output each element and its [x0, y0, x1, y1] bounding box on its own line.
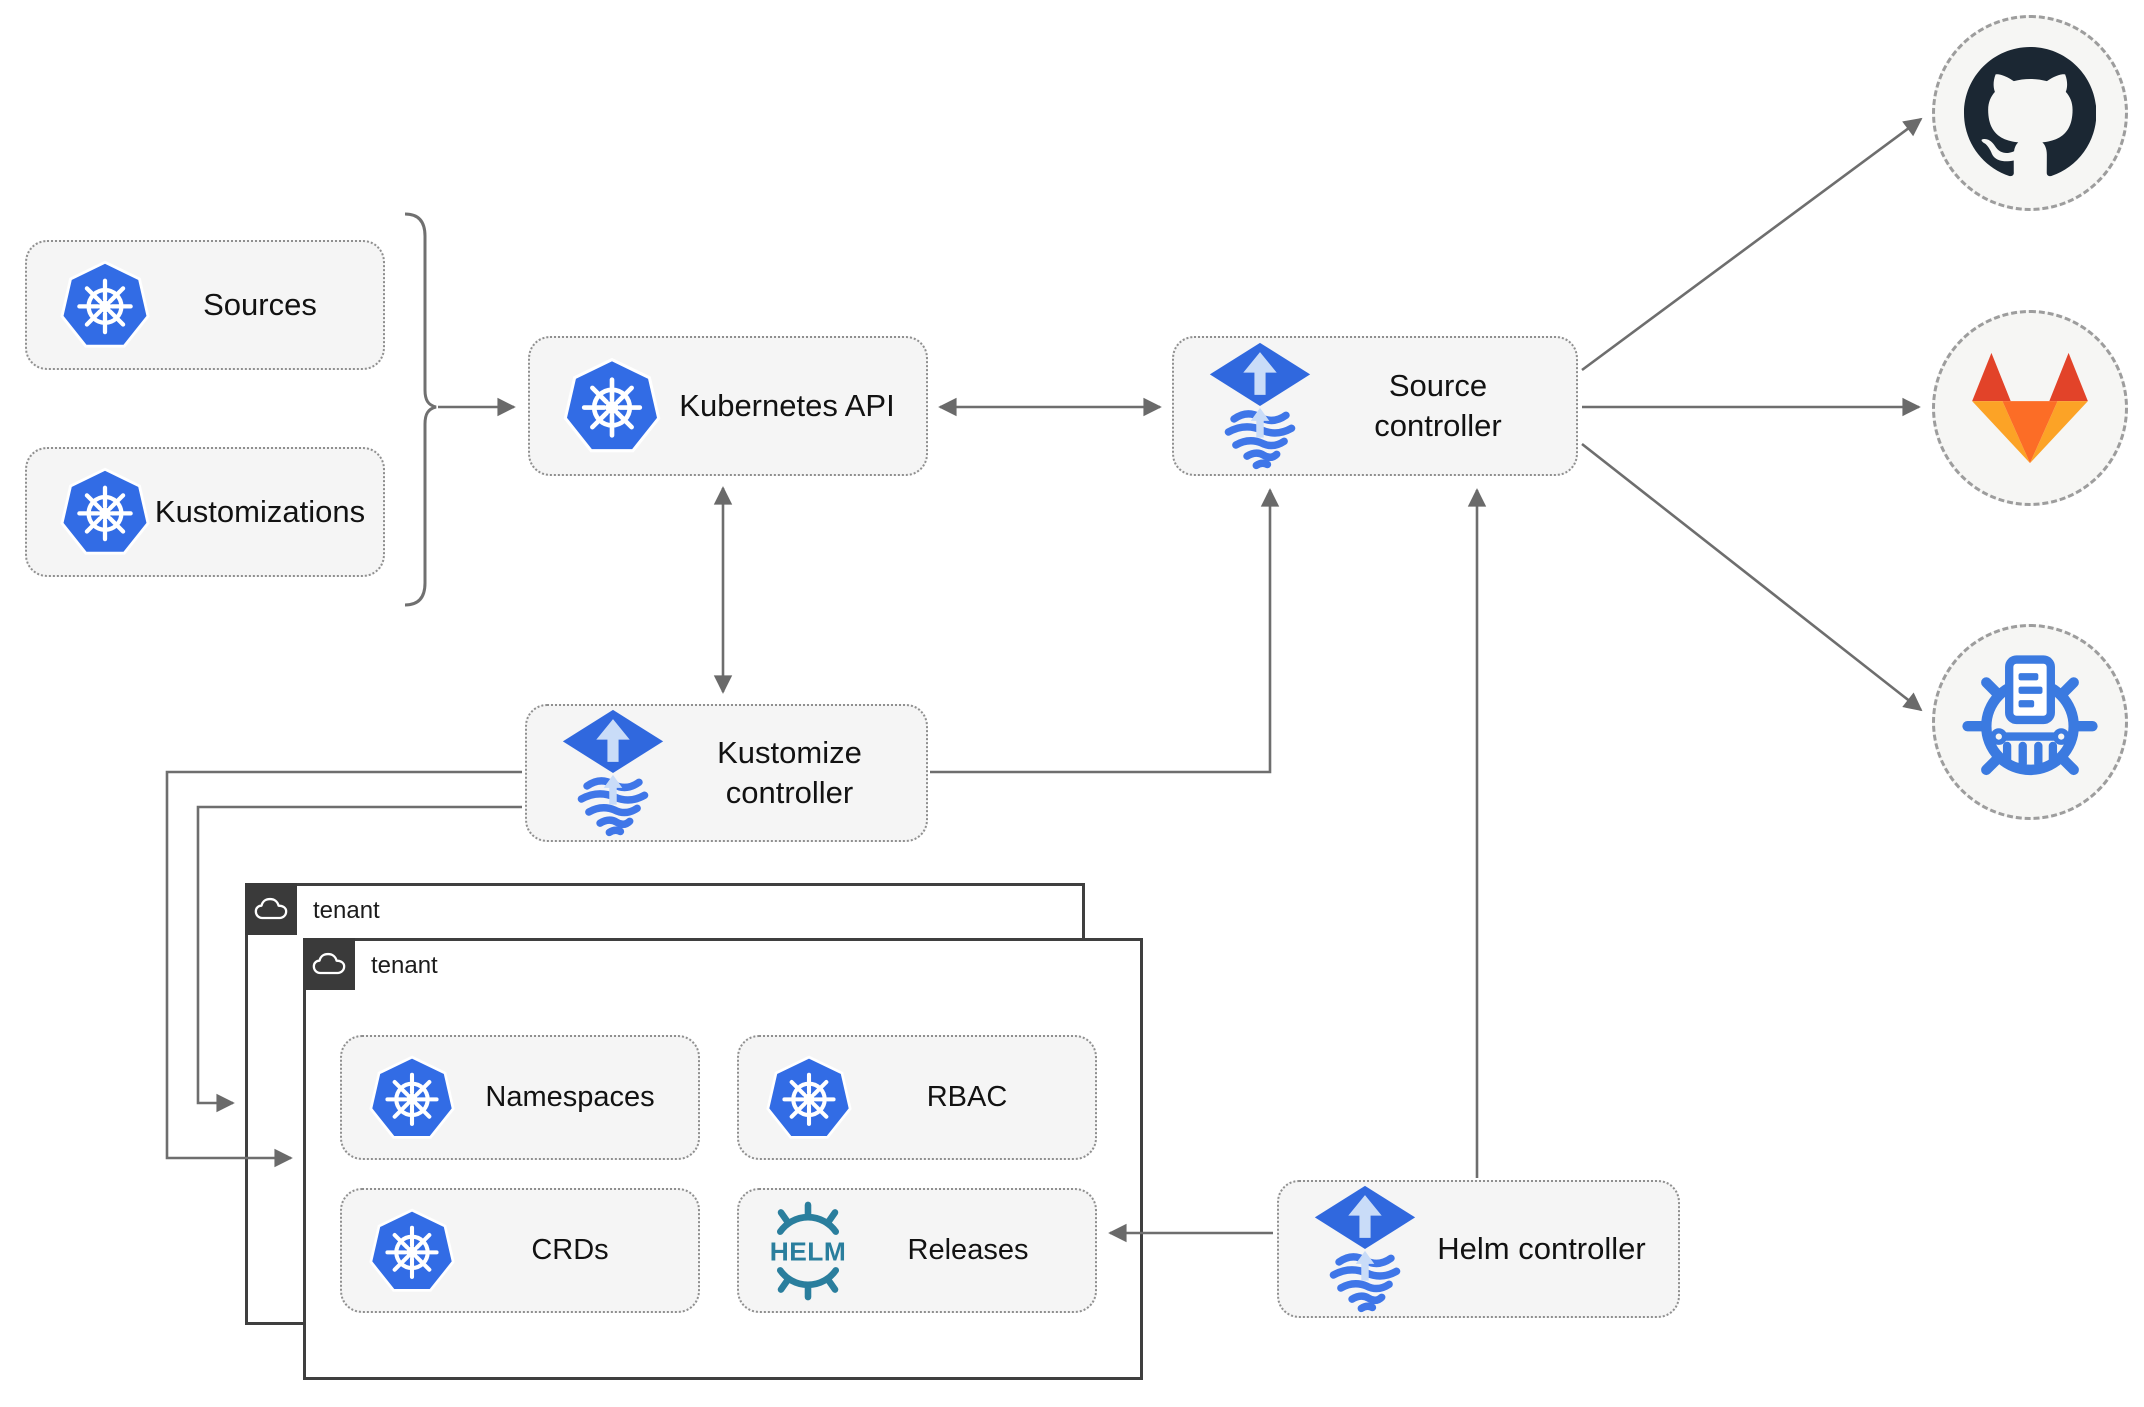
node-source-controller: Source controller	[1172, 336, 1578, 476]
node-releases-label: Releases	[907, 1233, 1029, 1266]
node-kustomize-controller-label: Kustomize controller	[717, 734, 862, 810]
kubernetes-icon	[562, 355, 662, 457]
endpoint-chartmuseum	[1932, 624, 2128, 820]
flux-icon	[559, 708, 667, 838]
node-kustomizations-label: Kustomizations	[154, 493, 366, 529]
tenant-front-label: tenant	[371, 951, 438, 979]
kubernetes-icon	[368, 1206, 456, 1296]
node-sources: Sources	[25, 240, 385, 370]
node-rbac: RBAC	[737, 1035, 1097, 1160]
endpoint-github	[1932, 15, 2128, 211]
node-kubernetes-api-label: Kubernetes API	[679, 387, 895, 423]
tenant-back-header: tenant	[245, 883, 1082, 935]
tenant-back-chip	[245, 883, 297, 935]
node-sources-label: Sources	[203, 286, 317, 322]
edge-source-controller-to-chartmuseum	[1581, 442, 1923, 712]
node-helm-controller-label: Helm controller	[1437, 1230, 1646, 1266]
flux-icon	[1311, 1184, 1419, 1314]
helm-logo-text: HELM	[770, 1236, 846, 1266]
node-namespaces: Namespaces	[340, 1035, 700, 1160]
kubernetes-icon	[368, 1053, 456, 1143]
chartmuseum-icon	[1957, 645, 2103, 799]
node-namespaces-label: Namespaces	[485, 1080, 655, 1113]
kubernetes-icon	[765, 1053, 853, 1143]
node-helm-controller: Helm controller	[1277, 1180, 1680, 1318]
node-kubernetes-api: Kubernetes API	[528, 336, 928, 476]
flux-icon	[1206, 341, 1314, 471]
edge-source-controller-to-github	[1581, 117, 1923, 372]
gitlab-icon	[1961, 346, 2099, 470]
node-releases: HELM Releases	[737, 1188, 1097, 1313]
kubernetes-icon	[59, 258, 151, 352]
kubernetes-icon	[59, 465, 151, 559]
tenant-front-chip	[303, 938, 355, 990]
node-crds-label: CRDs	[531, 1233, 609, 1266]
node-kustomize-controller: Kustomize controller	[525, 704, 928, 842]
helm-icon: HELM	[770, 1201, 846, 1300]
node-source-controller-label: Source controller	[1374, 367, 1502, 443]
node-kustomizations: Kustomizations	[25, 447, 385, 577]
cloud-icon	[253, 896, 289, 922]
tenant-front-header: tenant	[303, 938, 1140, 990]
endpoint-gitlab	[1932, 310, 2128, 506]
tenant-back-label: tenant	[313, 896, 380, 924]
brace-sources-group	[404, 212, 437, 607]
github-icon	[1964, 47, 2096, 179]
node-crds: CRDs	[340, 1188, 700, 1313]
node-rbac-label: RBAC	[926, 1080, 1008, 1113]
cloud-icon	[311, 951, 347, 977]
edge-kustomize-controller-to-source-controller	[930, 488, 1280, 774]
